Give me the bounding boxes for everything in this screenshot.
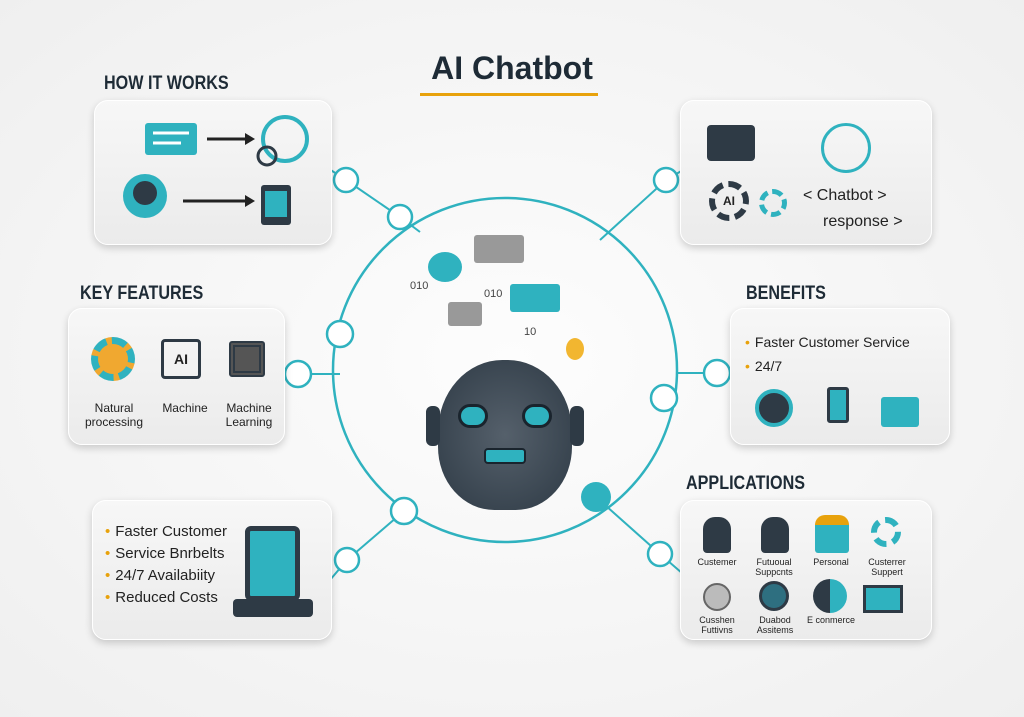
robot-eye xyxy=(522,404,552,428)
chatbot-label: < Chatbot > xyxy=(803,187,887,204)
how-it-works-heading: HOW IT WORKS xyxy=(104,73,229,94)
page-title: AI Chatbot xyxy=(431,50,593,86)
briefcase-icon xyxy=(881,397,919,427)
phone-icon xyxy=(245,526,300,601)
list-item: Service Bnrbelts xyxy=(115,545,225,562)
app-label: Custerrer Suppert xyxy=(868,557,906,578)
chat-bubble-icon xyxy=(145,123,197,155)
lightbulb-icon xyxy=(566,338,584,360)
chat-bubble-icon xyxy=(428,252,462,282)
target-icon xyxy=(755,389,793,427)
robot-ear xyxy=(570,406,584,446)
applications-panel: Custemer Futuoual Suppcnts Personal Cust… xyxy=(680,500,932,640)
chat-bubble-icon xyxy=(474,235,524,263)
node xyxy=(333,546,361,574)
central-ring xyxy=(331,196,679,544)
how-it-works-illustration xyxy=(123,115,309,225)
robot-ear xyxy=(426,406,440,446)
chatbot-response-panel: AI < Chatbot > response > xyxy=(680,100,932,245)
app-label: Personal xyxy=(813,557,849,567)
feature-label: Machine xyxy=(162,401,208,415)
network-icon xyxy=(821,123,871,173)
gear-icon xyxy=(871,517,901,547)
node xyxy=(332,166,360,194)
list-item: 24/7 Availabiity xyxy=(115,567,216,584)
app-label: E conmerce xyxy=(806,615,856,625)
cpu-icon xyxy=(229,341,265,377)
binary-text: 010 xyxy=(484,288,503,300)
node xyxy=(325,319,355,349)
node xyxy=(649,383,679,413)
active-node xyxy=(581,482,611,512)
node xyxy=(646,540,674,568)
gear-icon xyxy=(91,337,135,381)
chat-window-icon xyxy=(707,125,755,161)
robot-eye xyxy=(458,404,488,428)
phone-icon xyxy=(827,387,849,423)
list-item: Faster Customer xyxy=(115,523,227,540)
email-icon xyxy=(863,585,903,613)
chat-bubble-icon xyxy=(510,284,560,312)
benefits-heading: BENEFITS xyxy=(746,283,826,304)
chat-icon xyxy=(703,583,731,611)
advantages-panel: •Faster Customer •Service Bnrbelts •24/7… xyxy=(92,500,332,640)
robot-mouth xyxy=(484,448,526,464)
support-agent-icon xyxy=(815,515,849,553)
key-features-panel: AI Natural processing Machine Machine Le… xyxy=(68,308,285,445)
response-label: response > xyxy=(823,213,903,230)
gear-icon xyxy=(759,189,787,217)
person-icon xyxy=(703,517,731,553)
feature-label: Machine Learning xyxy=(225,401,273,430)
app-label: Futuoual Suppcnts xyxy=(755,557,793,578)
benefit-item: 24/7 xyxy=(754,358,783,374)
key-features-heading: KEY FEATURES xyxy=(80,283,204,304)
robot-head xyxy=(438,360,572,510)
device-base-icon xyxy=(233,599,313,617)
app-label: Cusshen Futtivns xyxy=(699,615,735,636)
gear-network-icon xyxy=(261,115,309,163)
how-it-works-panel xyxy=(94,100,332,245)
person-icon xyxy=(761,517,789,553)
node xyxy=(386,203,414,231)
binary-text: 10 xyxy=(524,326,537,338)
ai-chip-icon: AI xyxy=(161,339,201,379)
applications-heading: APPLICATIONS xyxy=(686,473,806,494)
ecommerce-icon xyxy=(813,579,847,613)
node xyxy=(652,166,680,194)
list-item: Reduced Costs xyxy=(115,589,218,606)
app-label: Custemer xyxy=(697,557,737,567)
globe-icon xyxy=(759,581,789,611)
chat-bubble-icon xyxy=(448,302,482,326)
benefit-item: Faster Customer Service xyxy=(754,334,910,350)
advantages-list: •Faster Customer •Service Bnrbelts •24/7… xyxy=(105,523,227,606)
benefits-panel: •Faster Customer Service •24/7 xyxy=(730,308,950,445)
node xyxy=(389,496,419,526)
app-label: Duabod Assitems xyxy=(756,615,794,636)
node xyxy=(702,358,732,388)
binary-text: 010 xyxy=(410,280,429,292)
node xyxy=(283,359,313,389)
title-underline xyxy=(420,93,598,96)
robot-illustration: 010 010 10 xyxy=(400,230,610,520)
feature-label: Natural processing xyxy=(84,401,144,430)
ai-gear-icon: AI xyxy=(709,181,749,221)
